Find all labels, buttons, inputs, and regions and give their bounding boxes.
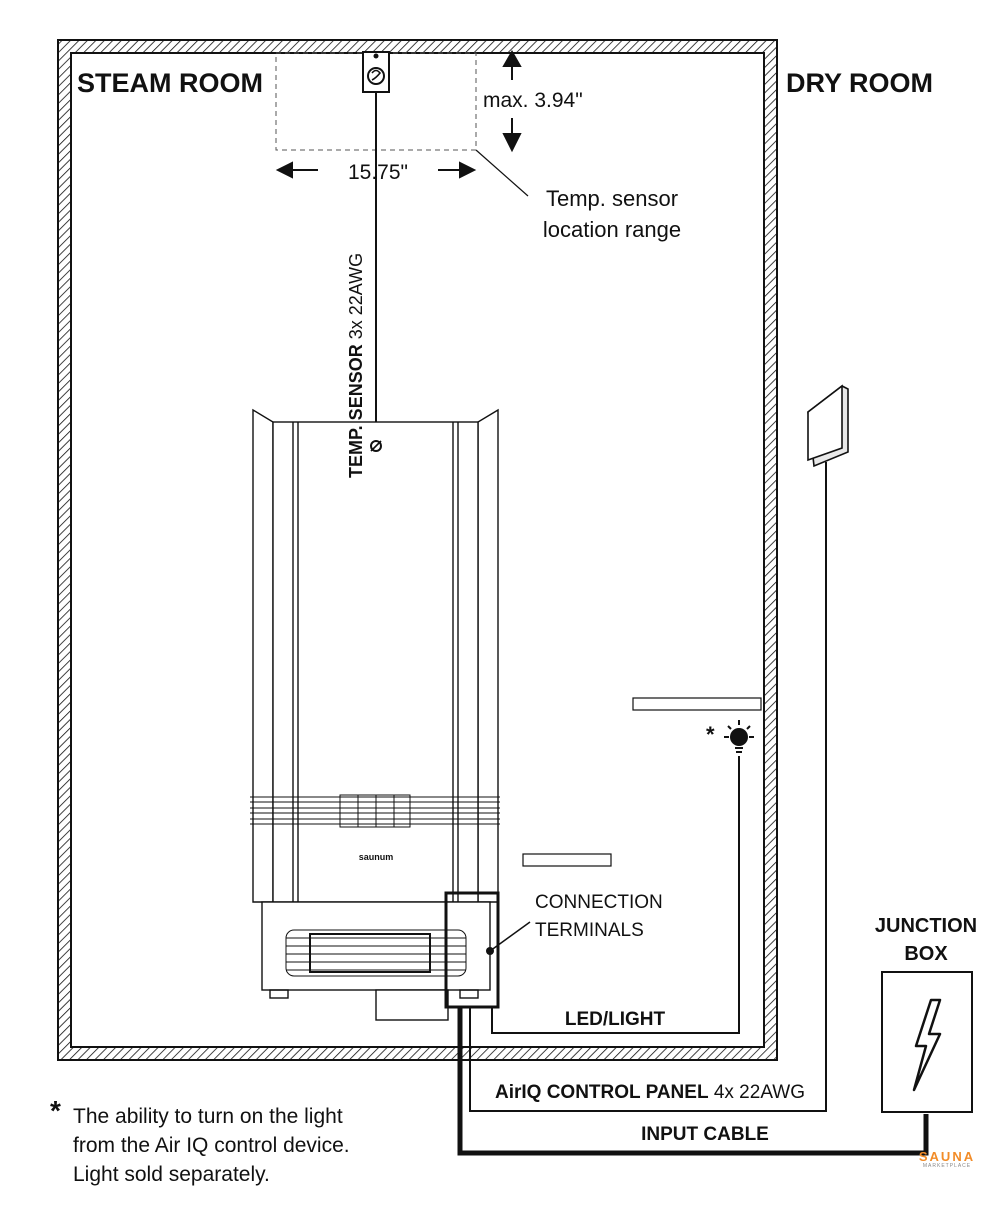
light-bulb-icon [724,720,754,753]
connection-terminals-label-1: CONNECTION [535,892,663,913]
dry-room-label: DRY ROOM [786,68,933,98]
control-panel-label: AirIQ CONTROL PANEL 4x 22AWG [495,1082,805,1103]
heater-brand: saunum [359,852,394,862]
footnote-line-2: from the Air IQ control device. [73,1134,350,1157]
footnote-line-3: Light sold separately. [73,1163,270,1186]
steam-room-label: STEAM ROOM [77,68,263,98]
sensor-range-label-2: location range [543,217,681,242]
airiq-control-panel-device [807,384,849,468]
height-dimension-arrow [502,49,522,153]
steam-room-walls [57,39,778,1061]
width-label: 15.75" [348,161,408,184]
sensor-mount-point [370,440,382,452]
sauna-marketplace-logo: SAUNA MARKETPLACE [912,1150,982,1169]
junction-box-label-1: JUNCTION [875,915,977,937]
temp-sensor-cable-label: TEMP. SENSOR 3x 22AWG [346,253,366,478]
temp-sensor-device [362,51,390,93]
footnote-line-1: The ability to turn on the light [73,1105,343,1128]
footnote-asterisk: * [50,1095,61,1126]
led-light-label: LED/LIGHT [565,1009,666,1030]
max-height-label: max. 3.94" [483,89,583,112]
junction-box-label-2: BOX [904,943,948,965]
blank-label-upper [632,697,762,711]
sensor-range-label-1: Temp. sensor [546,186,678,211]
connection-terminals-box [444,891,500,1009]
width-dimension-arrow [275,161,477,179]
logo-name: SAUNA [918,1149,976,1164]
input-cable-wire [457,1007,929,1156]
blank-label-lower [522,853,612,867]
led-light-wire [491,756,740,1034]
sensor-range-leader [475,149,529,197]
logo-sub: MARKETPLACE [922,1163,972,1169]
input-cable-label: INPUT CABLE [641,1124,769,1145]
connection-terminals-label-2: TERMINALS [535,920,644,941]
heater [250,408,500,1021]
light-asterisk: * [706,722,715,747]
connection-terminals-leader [489,921,531,952]
lightning-bolt-icon [912,998,942,1092]
control-panel-wire [469,462,827,1112]
